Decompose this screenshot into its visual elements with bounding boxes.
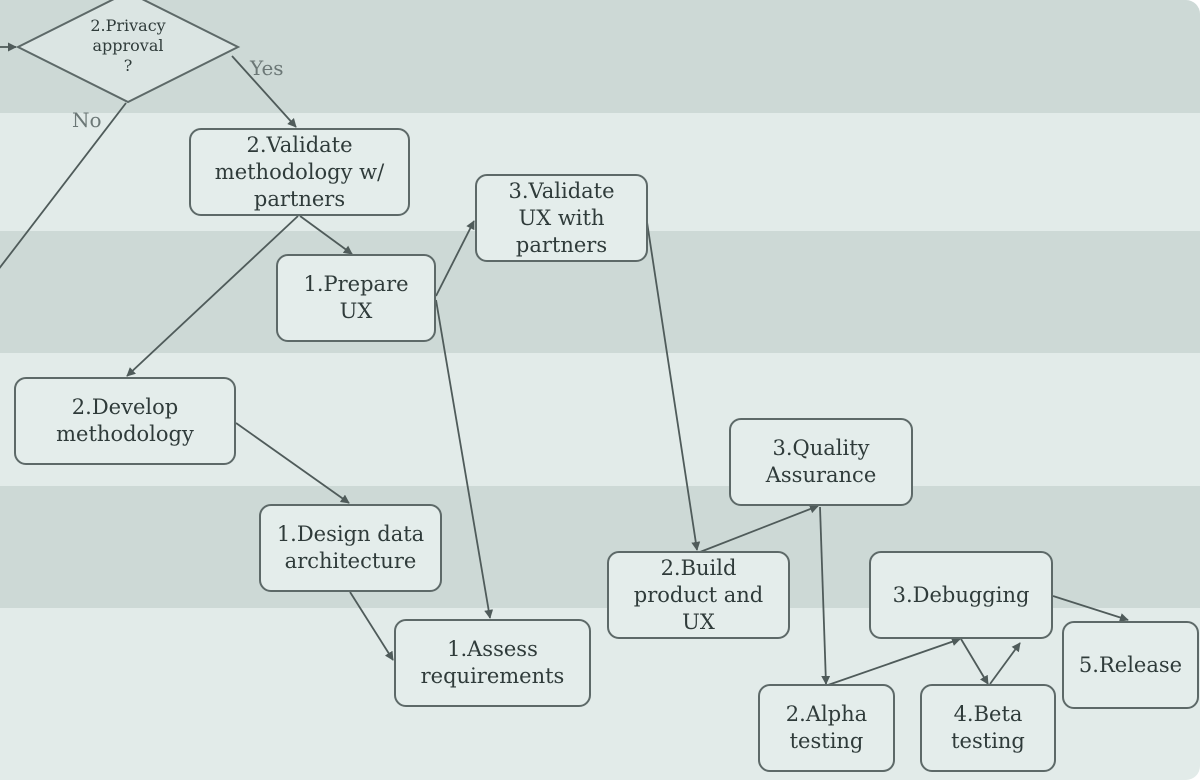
- edge-develop-to-design-data: [235, 422, 350, 504]
- edge-prepare-ux-to-validate-ux: [435, 220, 475, 297]
- no-label: No: [72, 108, 102, 132]
- node-build-product[interactable]: 2.Build product and UX: [607, 551, 790, 639]
- node-design-data-architecture[interactable]: 1.Design data architecture: [259, 504, 442, 592]
- edge-alpha-to-debugging: [827, 637, 961, 686]
- node-assess-requirements[interactable]: 1.Assess requirements: [394, 619, 591, 707]
- node-prepare-ux[interactable]: 1.Prepare UX: [276, 254, 436, 342]
- privacy-approval-diamond[interactable]: [15, 0, 241, 104]
- edge-design-data-to-assess: [349, 591, 394, 661]
- edge-quality-to-alpha: [819, 506, 831, 685]
- edge-validate-ux-to-build: [646, 221, 701, 551]
- node-release[interactable]: 5.Release: [1062, 621, 1199, 709]
- node-validate-ux[interactable]: 3.Validate UX with partners: [475, 174, 648, 262]
- yes-label: Yes: [250, 56, 284, 80]
- edge-beta-to-debugging: [989, 642, 1021, 685]
- node-develop-methodology[interactable]: 2.Develop methodology: [14, 377, 236, 465]
- node-debugging[interactable]: 3.Debugging: [869, 551, 1053, 639]
- node-quality-assurance[interactable]: 3.Quality Assurance: [729, 418, 913, 506]
- privacy-approval-label: 2.Privacy approval ?: [90, 16, 166, 75]
- edge-validate-methodology-to-prepare-ux: [299, 215, 353, 255]
- edge-no-branch: [0, 102, 127, 269]
- edge-yes-to-validate-methodology: [231, 55, 297, 128]
- node-validate-methodology[interactable]: 2.Validate methodology w/ partners: [189, 128, 410, 216]
- node-beta-testing[interactable]: 4.Beta testing: [920, 684, 1056, 772]
- edge-debugging-to-release: [1052, 595, 1129, 622]
- edge-prepare-ux-to-assess: [435, 299, 494, 619]
- edge-build-to-quality: [699, 504, 819, 553]
- edge-debugging-to-beta: [960, 638, 989, 685]
- edge-validate-methodology-to-develop: [126, 215, 299, 377]
- node-alpha-testing[interactable]: 2.Alpha testing: [758, 684, 895, 772]
